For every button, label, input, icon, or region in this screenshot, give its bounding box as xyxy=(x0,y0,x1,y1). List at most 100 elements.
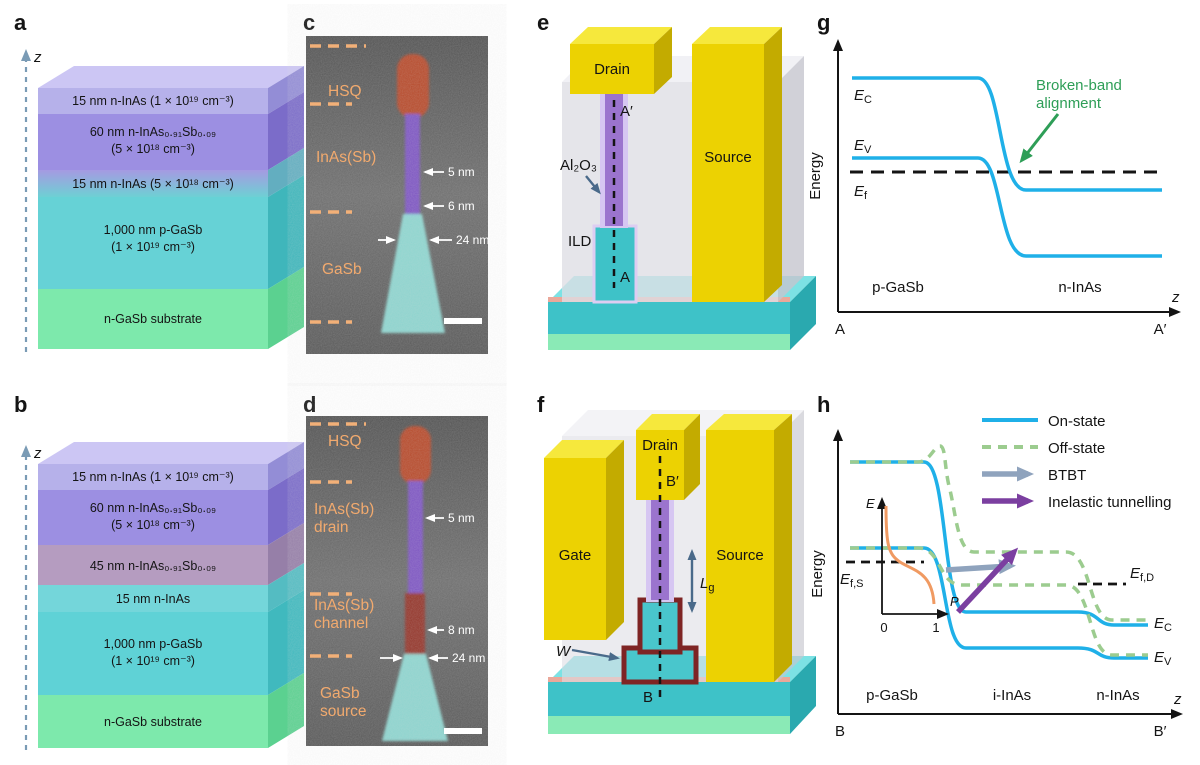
drain-contact-top-e xyxy=(570,27,672,44)
w-pointer-arrow-f xyxy=(571,648,620,662)
channel-label-d2: channel xyxy=(314,615,368,632)
panel-e-label: e xyxy=(537,10,549,35)
g-cut-start: A xyxy=(835,321,845,338)
layer-a4-side xyxy=(268,175,304,289)
g-cut-end: A′ xyxy=(1154,321,1167,338)
layer-b6-side xyxy=(268,673,304,748)
dim-8nm-d: 8 nm xyxy=(448,623,475,637)
panel-f: f Gate Drain B′ Source Lg W B xyxy=(537,392,816,734)
legend-on-state-label: On-state xyxy=(1048,413,1106,430)
dim-24nm-c: 24 nm xyxy=(456,233,489,247)
panel-e: e Drain A′ Source Al₂O₃ ILD A xyxy=(537,10,816,350)
layer-a3 xyxy=(38,170,268,197)
hsq-label-d: HSQ xyxy=(328,433,362,450)
layer-a1 xyxy=(38,88,268,114)
ild-label-e: ILD xyxy=(568,233,592,250)
drain-label-f: Drain xyxy=(642,437,678,454)
h-ec-base: E xyxy=(1154,615,1165,632)
h-ev-sub: V xyxy=(1164,656,1172,668)
layer-b2-side xyxy=(268,468,304,545)
g-region-right: n-InAs xyxy=(1058,279,1101,296)
h-ev-label: EV xyxy=(1154,649,1172,668)
legend-inelastic-label: Inelastic tunnelling xyxy=(1048,494,1171,511)
b-label-f: B xyxy=(643,689,653,706)
h-z-label: z xyxy=(1173,691,1182,708)
sem-noise-overlay-d xyxy=(306,416,488,746)
w-label-f: W xyxy=(556,643,572,660)
layer-b3-text: 45 nm n-InAs₀.₉₁Sb₀.₀₉ xyxy=(90,559,216,573)
substrate-side-e xyxy=(790,276,816,350)
h-cut-start: B xyxy=(835,723,845,740)
drain-label-d1: InAs(Sb) xyxy=(314,501,374,518)
h-ec-label: EC xyxy=(1154,615,1172,634)
h-on-state-ev xyxy=(850,546,1148,660)
substrate-side-f xyxy=(790,656,816,734)
layer-b1-side xyxy=(268,442,304,490)
panel-b: b z 15 nm n-InAs (1 × 10¹⁹ cm⁻³) 60 nm n… xyxy=(14,392,304,750)
z-axis-label: z xyxy=(33,49,42,66)
layer-a3-side xyxy=(268,148,304,197)
layer-a5 xyxy=(38,289,268,349)
layer-b5-text1: 1,000 nm p-GaSb xyxy=(104,637,203,651)
layer-b6-text: n-GaSb substrate xyxy=(104,715,202,729)
h-inset-0: 0 xyxy=(880,620,887,635)
h-efs-base: E xyxy=(840,571,851,588)
g-region-left: p-GaSb xyxy=(872,279,924,296)
legend-off-state-label: Off-state xyxy=(1048,440,1105,457)
b-prime-label-f: B′ xyxy=(666,473,679,490)
layer-a2-text2: (5 × 10¹⁸ cm⁻³) xyxy=(111,142,195,156)
layer-a2 xyxy=(38,114,268,170)
source-label-e: Source xyxy=(704,149,752,166)
h-off-state-ev xyxy=(850,546,1148,657)
h-ev-base: E xyxy=(1154,649,1165,666)
source-contact-front-e xyxy=(692,44,764,302)
h-efs-sub: f,S xyxy=(850,578,863,590)
a-label-e: A xyxy=(620,269,630,286)
source-label-d2: source xyxy=(320,703,367,720)
source-front-f xyxy=(706,430,774,682)
panel-f-label: f xyxy=(537,392,545,417)
substrate-lower-f xyxy=(548,716,790,734)
drain-contact-front-e xyxy=(570,44,654,94)
layer-b4-text: 15 nm n-InAs xyxy=(116,592,190,606)
inassb-label-c: InAs(Sb) xyxy=(316,149,376,166)
panel-b-label: b xyxy=(14,392,27,417)
legend-btbt-label: BTBT xyxy=(1048,467,1086,484)
h-efs-label: Ef,S xyxy=(840,571,863,590)
dim-6nm-c: 6 nm xyxy=(448,199,475,213)
drain-label-d2: drain xyxy=(314,519,348,536)
layer-b2 xyxy=(38,490,268,545)
al2o3-label-e: Al₂O₃ xyxy=(560,157,597,174)
g-ef-sub: f xyxy=(864,190,868,202)
lg-sub: g xyxy=(708,582,714,594)
layer-a5-side xyxy=(268,267,304,349)
g-valence-band xyxy=(852,156,1162,258)
panel-h: h On-state Off-state BTBT Inelastic tunn… xyxy=(809,392,1183,740)
a-prime-label-e: A′ xyxy=(620,103,633,120)
layer-a2-text1: 60 nm n-InAs₀.₉₁Sb₀.₀₉ xyxy=(90,125,216,139)
layer-b3-side xyxy=(268,523,304,585)
g-ef-label: Ef xyxy=(854,183,868,202)
stack-top-face xyxy=(38,66,304,88)
h-inset-e-label: E xyxy=(866,496,875,511)
al2o3-pointer-arrow-e xyxy=(585,175,601,195)
h-off-state-ec xyxy=(850,444,1148,622)
h-energy-axis-label: Energy xyxy=(809,550,826,598)
panel-a: a z 15 nm n-InAs (1 × 10¹⁹ cm⁻³) 60 nm n… xyxy=(14,10,304,352)
source-contact-top-e xyxy=(692,27,782,44)
h-inset-1: 1 xyxy=(932,620,939,635)
source-label-d1: GaSb xyxy=(320,685,360,702)
drain-label-e: Drain xyxy=(594,61,630,78)
layer-b1 xyxy=(38,464,268,490)
h-efd-base: E xyxy=(1130,565,1141,582)
source-label-f: Source xyxy=(716,547,764,564)
gate-label-f: Gate xyxy=(559,547,592,564)
layer-b4 xyxy=(38,585,268,612)
g-ec-label: EC xyxy=(854,87,872,106)
g-annotation-line2: alignment xyxy=(1036,95,1102,112)
layer-b5-text2: (1 × 10¹⁹ cm⁻³) xyxy=(111,654,195,668)
substrate-lower-e xyxy=(548,334,790,350)
scale-bar-d xyxy=(444,728,482,734)
panel-d: d HSQ InAs(Sb) drain InAs(Sb) channel Ga… xyxy=(303,392,488,746)
